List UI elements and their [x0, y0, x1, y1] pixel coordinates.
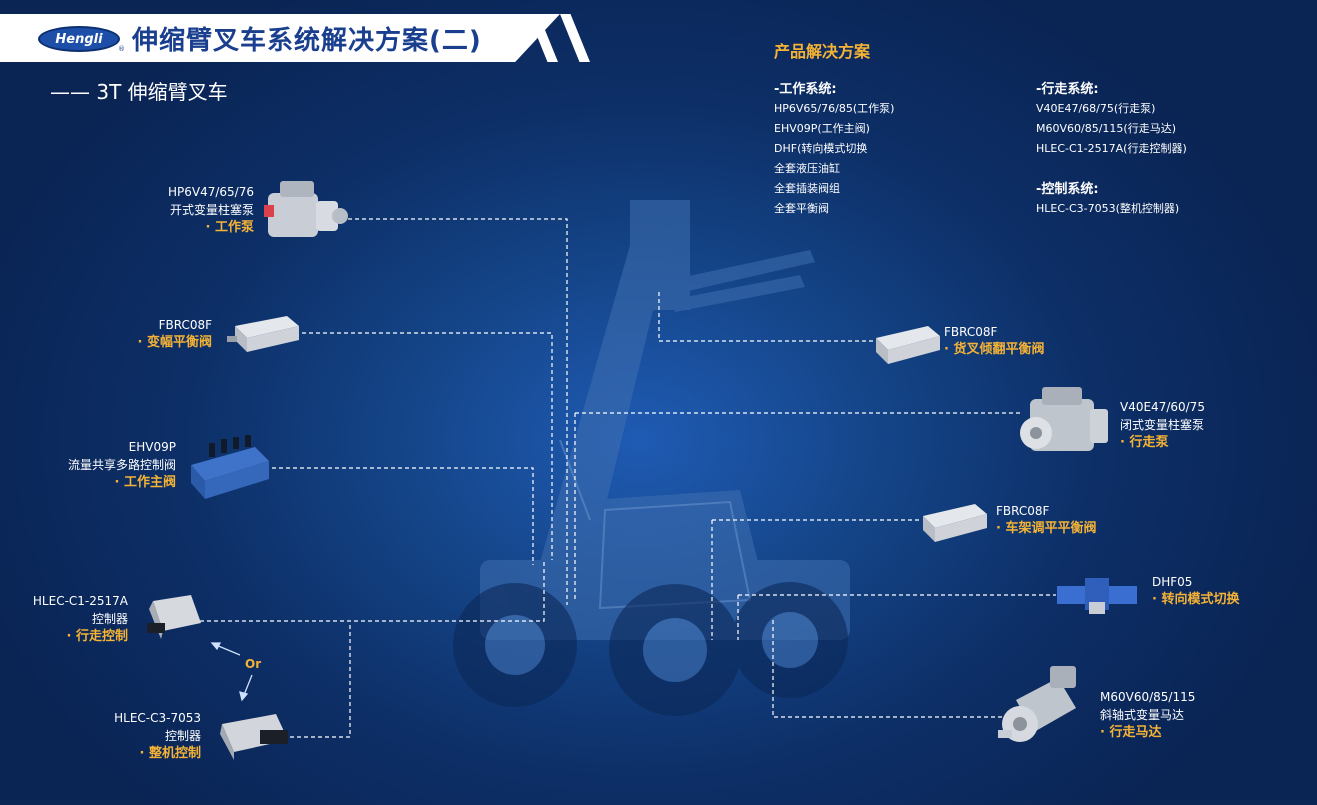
- travel-motor-label: M60V60/85/115 斜轴式变量马达 · 行走马达: [1100, 688, 1195, 742]
- travel-pump-desc: 闭式变量柱塞泵: [1120, 418, 1205, 432]
- fork-tilt-valve-role: · 货叉倾翻平衡阀: [944, 342, 1045, 357]
- travel-system-item: M60V60/85/115(行走马达): [1036, 122, 1176, 135]
- hengli-logo: Hengli: [38, 26, 120, 52]
- travel-system-title: -行走系统:: [1036, 82, 1099, 97]
- steering-switch-role: · 转向模式切换: [1152, 592, 1240, 607]
- work-pump-label: HP6V47/65/76 开式变量柱塞泵 · 工作泵: [130, 183, 254, 237]
- travel-pump-label: V40E47/60/75 闭式变量柱塞泵 · 行走泵: [1120, 398, 1205, 452]
- main-valve-desc: 流量共享多路控制阀: [67, 458, 176, 472]
- travel-pump-role: · 行走泵: [1120, 435, 1169, 450]
- travel-pump-model: V40E47/60/75: [1120, 400, 1205, 414]
- working-system-item: 全套插装阀组: [774, 182, 840, 195]
- vehicle-controller-role: · 整机控制: [139, 746, 201, 761]
- vehicle-controller-label: HLEC-C3-7053 控制器 · 整机控制: [100, 709, 201, 763]
- travel-system-item: HLEC-C1-2517A(行走控制器): [1036, 142, 1187, 155]
- working-system-item: HP6V65/76/85(工作泵): [774, 102, 895, 115]
- main-valve-label: EHV09P 流量共享多路控制阀 · 工作主阀: [56, 438, 176, 492]
- fork-tilt-valve-label: FBRC08F · 货叉倾翻平衡阀: [944, 323, 1044, 359]
- luffing-valve-model: FBRC08F: [158, 318, 212, 332]
- travel-controller-model: HLEC-C1-2517A: [32, 594, 128, 608]
- work-pump-role: · 工作泵: [205, 220, 254, 235]
- piston-pump-icon: [264, 181, 348, 237]
- control-system-item: HLEC-C3-7053(整机控制器): [1036, 202, 1180, 215]
- fork-tilt-valve-icon: [876, 326, 940, 364]
- travel-motor-model: M60V60/85/115: [1100, 690, 1196, 704]
- working-system-item: EHV09P(工作主阀): [774, 122, 870, 135]
- logo-text: Hengli: [55, 31, 103, 47]
- vehicle-controller-icon: [220, 714, 288, 760]
- vehicle-controller-model: HLEC-C3-7053: [114, 711, 201, 725]
- solution-heading: 产品解决方案: [774, 42, 871, 61]
- control-system-title: -控制系统:: [1036, 182, 1099, 197]
- telehandler-illustration: [453, 200, 850, 716]
- balance-valve-icon: [227, 316, 299, 352]
- frame-level-valve-icon: [923, 504, 987, 542]
- fork-tilt-valve-model: FBRC08F: [944, 325, 998, 339]
- page-title: 伸缩臂叉车系统解决方案(二): [132, 26, 482, 56]
- work-pump-desc: 开式变量柱塞泵: [169, 203, 254, 217]
- travel-system-item: V40E47/68/75(行走泵): [1036, 102, 1156, 115]
- working-system-item: 全套液压油缸: [774, 162, 840, 175]
- frame-level-valve-role: · 车架调平平衡阀: [996, 521, 1097, 536]
- travel-motor-desc: 斜轴式变量马达: [1100, 708, 1185, 722]
- luffing-valve-role: · 变幅平衡阀: [137, 335, 212, 350]
- steering-switch-label: DHF05 · 转向模式切换: [1152, 573, 1239, 609]
- travel-motor-role: · 行走马达: [1100, 725, 1162, 740]
- travel-controller-role: · 行走控制: [66, 629, 128, 644]
- vehicle-controller-desc: 控制器: [164, 729, 201, 743]
- or-label: Or: [245, 657, 262, 671]
- main-valve-role: · 工作主阀: [114, 475, 176, 490]
- axial-motor-icon: [998, 666, 1076, 742]
- travel-controller-icon: [147, 595, 201, 639]
- solenoid-valve-icon: [1057, 578, 1137, 614]
- work-pump-model: HP6V47/65/76: [168, 185, 254, 199]
- frame-level-valve-model: FBRC08F: [996, 504, 1050, 518]
- travel-controller-desc: 控制器: [91, 612, 128, 626]
- multi-way-valve-icon: [191, 435, 269, 499]
- page-subtitle: —— 3T 伸缩臂叉车: [50, 80, 228, 104]
- frame-level-valve-label: FBRC08F · 车架调平平衡阀: [996, 502, 1096, 538]
- working-system-item: DHF(转向模式切换: [774, 142, 868, 155]
- working-system-item: 全套平衡阀: [774, 202, 829, 215]
- logo-registered-mark: ®: [118, 45, 125, 53]
- travel-controller-label: HLEC-C1-2517A 控制器 · 行走控制: [20, 592, 128, 646]
- luffing-valve-label: FBRC08F · 变幅平衡阀: [92, 316, 212, 352]
- main-valve-model: EHV09P: [128, 440, 176, 454]
- closed-piston-pump-icon: [1020, 387, 1108, 451]
- steering-switch-model: DHF05: [1152, 575, 1193, 589]
- working-system-title: -工作系统:: [774, 82, 837, 97]
